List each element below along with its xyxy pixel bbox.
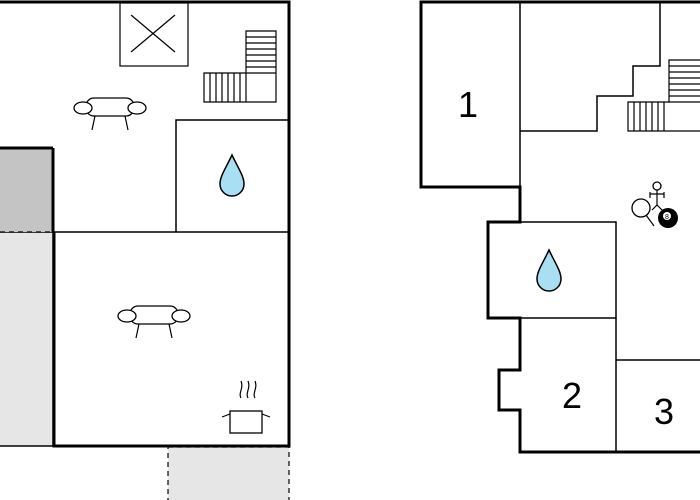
table-football-icon xyxy=(649,181,665,211)
left-floor-outer-wall xyxy=(0,0,291,448)
room-label-2: 2 xyxy=(562,375,582,416)
stairs-icon xyxy=(203,30,277,103)
floor-right: 1 2 3 8 xyxy=(419,0,700,454)
water-drop-icon xyxy=(536,248,562,292)
garage-area xyxy=(0,148,53,232)
right-floor-outer-wall xyxy=(419,0,700,454)
ping-pong-icon xyxy=(631,198,655,227)
room-label-3: 3 xyxy=(654,391,674,432)
room-label-1: 1 xyxy=(458,84,478,125)
floor-left xyxy=(0,0,291,500)
billiard-ball-icon: 8 xyxy=(658,208,678,228)
terrace-area xyxy=(167,446,290,500)
water-drop-icon xyxy=(219,153,245,197)
window-cross-icon xyxy=(119,2,189,67)
billiard-ball-number: 8 xyxy=(665,214,669,221)
stair-area-wall xyxy=(520,2,661,132)
cooking-pot-icon xyxy=(221,380,271,434)
sofa-icon xyxy=(117,305,191,339)
bathroom-left-walls xyxy=(175,119,289,232)
exterior-area-left xyxy=(0,231,54,447)
bathroom-right-walls xyxy=(520,221,617,319)
sofa-icon xyxy=(73,97,147,131)
stairs-icon xyxy=(627,59,700,132)
